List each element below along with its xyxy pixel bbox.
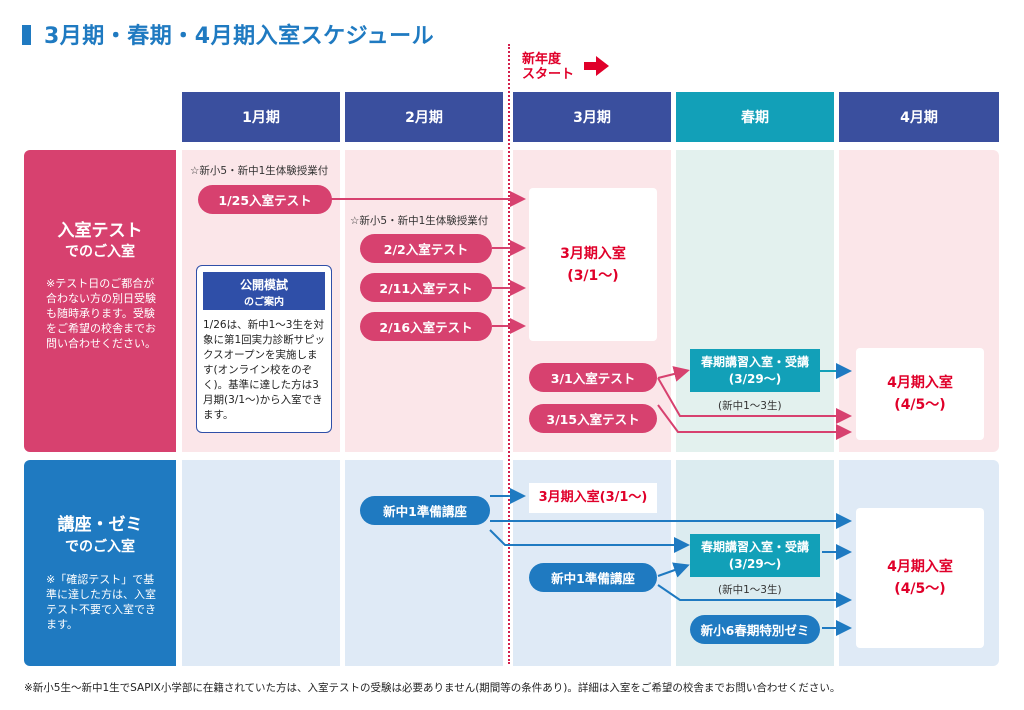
- section1-star-label-1: ☆新小5・新中1生体験授業付: [190, 165, 329, 177]
- footer-note: ※新小5生〜新中1生でSAPIX小学部に在籍されていた方は、入室テストの受験は必…: [24, 682, 841, 694]
- section2-april-line2: (4/5〜): [894, 581, 946, 597]
- section1-spring-line1: 春期講習入室・受講: [700, 354, 809, 369]
- test-feb16-pill: 2/16入室テスト: [360, 312, 492, 341]
- march-entry-box: 3月期入室 (3/1〜): [529, 188, 657, 341]
- prep-course-mar-pill: 新中1準備講座: [529, 563, 657, 592]
- section1-spring-line2: (3/29〜): [728, 371, 782, 386]
- section2-col-feb: [345, 460, 503, 666]
- seminar-pill: 新小6春期特別ゼミ: [690, 615, 820, 644]
- march-entry-line1: 3月期入室: [560, 245, 626, 262]
- new-year-line1: 新年度: [522, 52, 562, 67]
- test-mar15-pill: 3/15入室テスト: [529, 404, 657, 433]
- section1-april-box: 4月期入室 (4/5〜): [856, 348, 984, 440]
- section2-spring-line2: (3/29〜): [728, 556, 782, 571]
- page-title: 3月期・春期・4月期入室スケジュール: [44, 24, 435, 49]
- mock-exam-box: 公開模試 のご案内 1/26は、新中1〜3生を対象に第1回実力診断サピックスオー…: [196, 265, 332, 433]
- section1-spring-note: (新中1〜3生): [718, 400, 782, 412]
- new-year-label: 新年度 スタート: [522, 52, 574, 82]
- mock-exam-header-line1: 公開模試: [239, 278, 288, 292]
- section2-spring-line1: 春期講習入室・受講: [700, 539, 809, 554]
- section2-spring-box: 春期講習入室・受講 (3/29〜): [690, 534, 820, 577]
- section2-title-line1: 講座・ゼミ: [57, 515, 143, 535]
- column-header-apr: 4月期: [839, 92, 999, 142]
- section1-title-line1: 入室テスト: [57, 221, 143, 241]
- section1-col-spring: [676, 150, 834, 452]
- section1-note: ※テスト日のご都合が合わない方の別日受験も随時承ります。受験をご希望の校舎までお…: [46, 277, 156, 350]
- new-year-line2: スタート: [522, 67, 575, 82]
- section2-spring-note: (新中1〜3生): [718, 584, 782, 596]
- column-header-spring: 春期: [676, 92, 834, 142]
- test-feb2-pill: 2/2入室テスト: [360, 234, 492, 263]
- test-feb11-pill: 2/11入室テスト: [360, 273, 492, 302]
- section1-side-panel: 入室テスト でのご入室 ※テスト日のご都合が合わない方の別日受験も随時承ります。…: [24, 150, 176, 452]
- mock-exam-body: 1/26は、新中1〜3生を対象に第1回実力診断サピックスオープンを実施します(オ…: [203, 319, 326, 421]
- mock-exam-header: 公開模試 のご案内: [203, 272, 325, 310]
- section2-april-line1: 4月期入室: [887, 559, 953, 575]
- test-mar1-pill: 3/1入室テスト: [529, 363, 657, 392]
- test-jan25-pill: 1/25入室テスト: [198, 185, 332, 214]
- mock-exam-header-line2: のご案内: [244, 297, 284, 308]
- section1-april-line1: 4月期入室: [887, 375, 953, 391]
- section1-spring-box: 春期講習入室・受講 (3/29〜): [690, 349, 820, 392]
- new-year-divider: [508, 44, 510, 664]
- column-header-mar: 3月期: [513, 92, 671, 142]
- section1-april-line2: (4/5〜): [894, 397, 946, 413]
- section1-star-label-2: ☆新小5・新中1生体験授業付: [350, 215, 489, 227]
- section2-note: ※「確認テスト」で基準に達した方は、入室テスト不要で入室できます。: [46, 573, 156, 631]
- column-header-jan: 1月期: [182, 92, 340, 142]
- section2-march-entry-box: 3月期入室(3/1〜): [529, 483, 657, 513]
- section1-title-line2: でのご入室: [65, 244, 135, 260]
- title-marker: [22, 25, 31, 45]
- prep-course-feb-pill: 新中1準備講座: [360, 496, 490, 525]
- column-header-feb: 2月期: [345, 92, 503, 142]
- section2-side-panel: 講座・ゼミ でのご入室 ※「確認テスト」で基準に達した方は、入室テスト不要で入室…: [24, 460, 176, 666]
- section2-april-box: 4月期入室 (4/5〜): [856, 508, 984, 648]
- section2-title-line2: でのご入室: [65, 539, 135, 555]
- section2-col-jan: [182, 460, 340, 666]
- new-year-arrow-icon: [584, 56, 609, 76]
- march-entry-line2: (3/1〜): [567, 267, 619, 284]
